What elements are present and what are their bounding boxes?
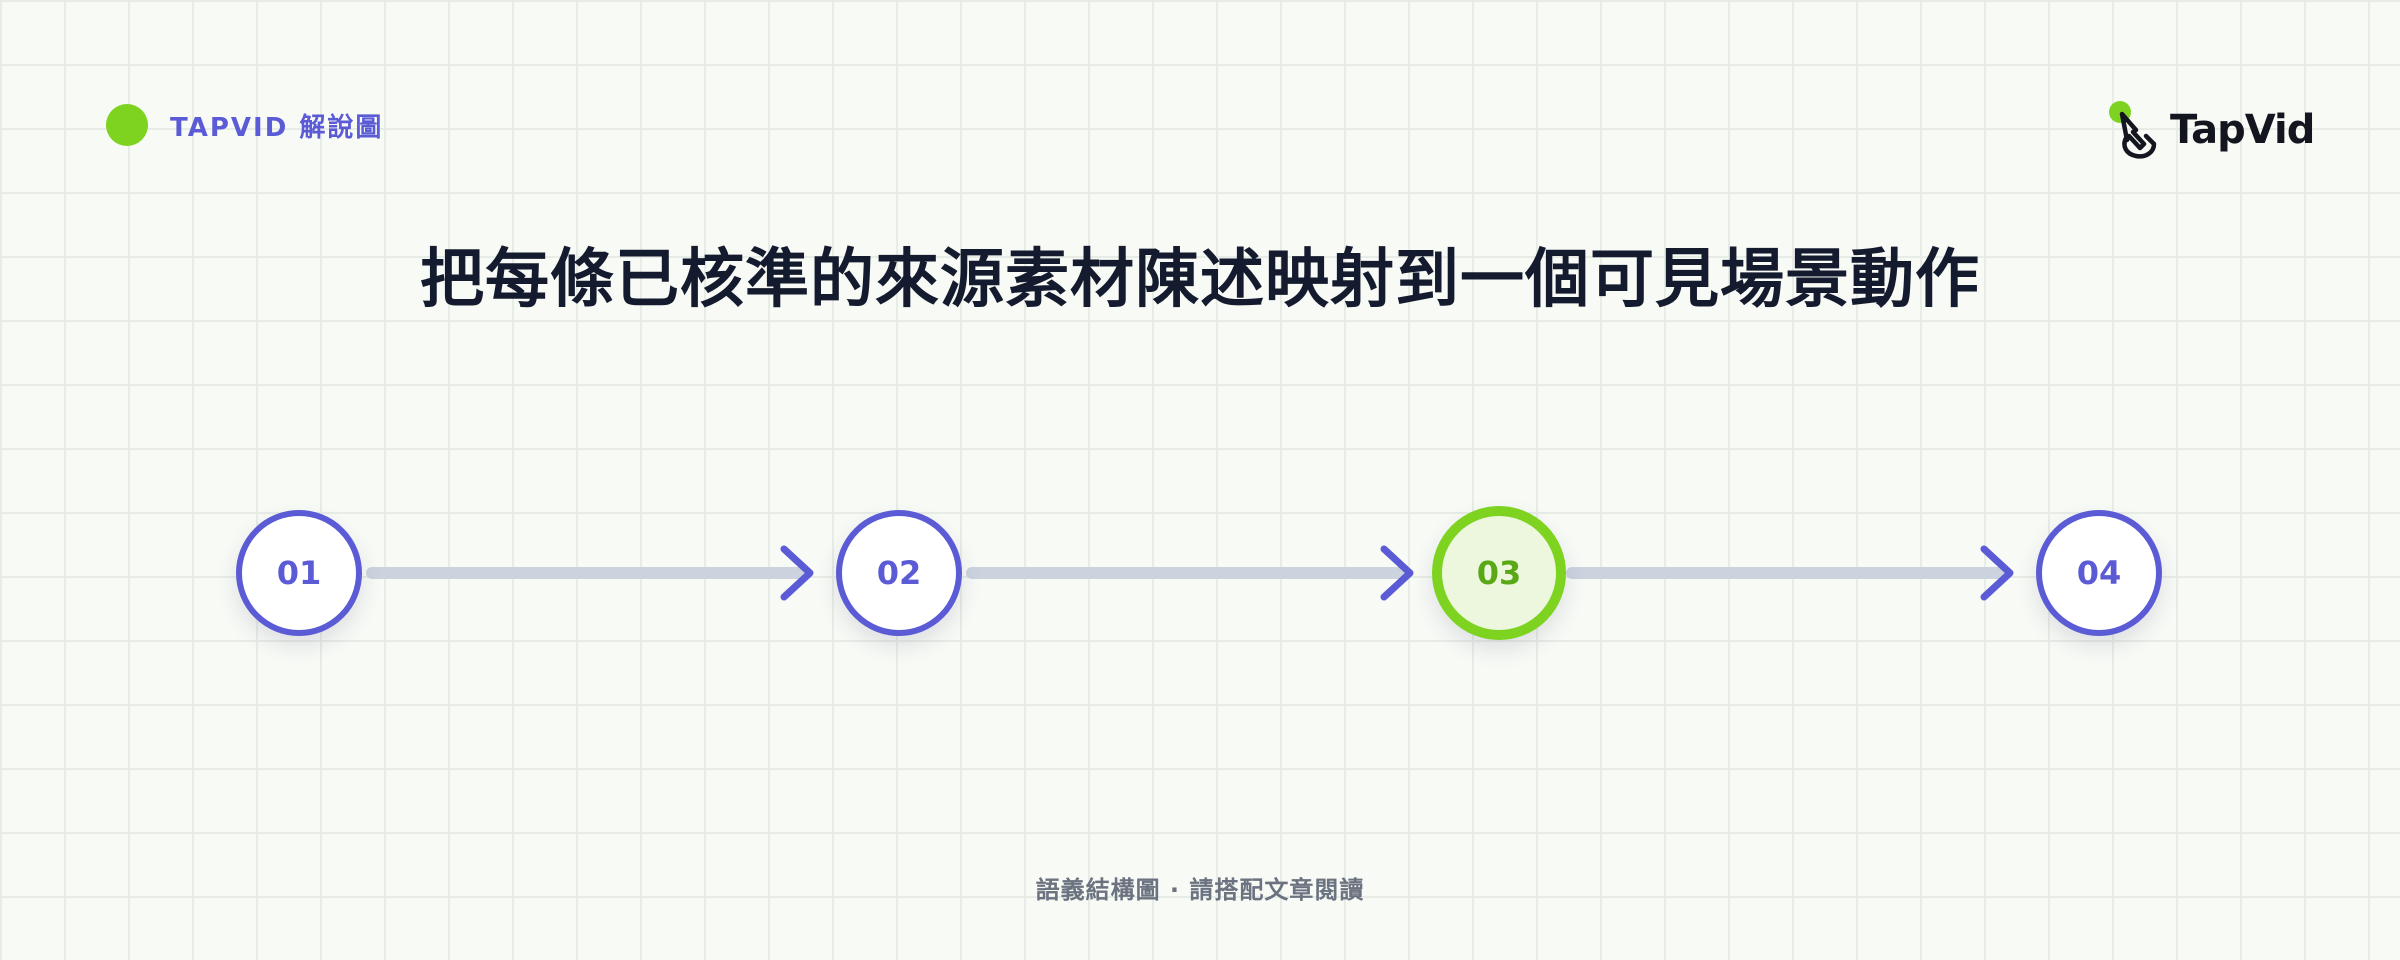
connector-2-3 [966,545,1414,601]
arrow-right-icon [1380,545,1414,601]
step-node-02: 02 [836,510,962,636]
arrow-right-icon [1980,545,2014,601]
brand-dot [106,104,148,146]
step-node-04: 04 [2036,510,2162,636]
step-node-01: 01 [236,510,362,636]
logo-text: TapVid [2170,107,2315,153]
step-node-03: 03 [1432,506,1566,640]
brand-tag: TAPVID 解說圖 [106,104,383,146]
connector-1-2 [366,545,814,601]
arrow-right-icon [780,545,814,601]
footer-caption: 語義結構圖 · 請搭配文章閱讀 [1035,876,1365,904]
pointer-hand-icon [2109,101,2157,159]
tapvid-logo: TapVid [2106,100,2315,160]
brand-tag-label: TAPVID 解說圖 [170,112,384,143]
page-title: 把每條已核準的來源素材陳述映射到一個可見場景動作 [420,243,1980,317]
connector-3-4 [1566,545,2014,601]
